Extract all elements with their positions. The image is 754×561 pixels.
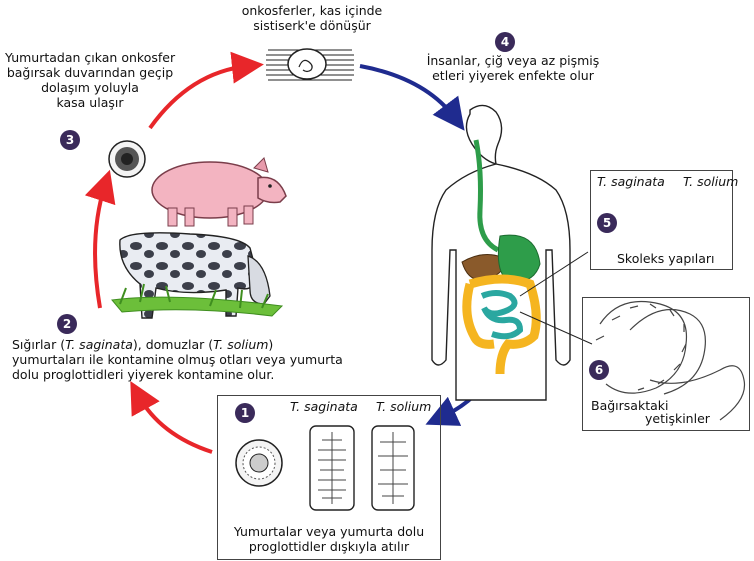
step-1-line-2: proglottidler dışkıyla atılır	[218, 539, 440, 554]
adult-worm-box: 6 Bağırsaktaki yetişkinler	[582, 297, 750, 431]
cysticercus-caption-line-1: onkosferler, kas içinde	[222, 3, 402, 18]
pig-illustration	[152, 158, 286, 226]
cow-illustration	[112, 233, 282, 318]
step-2-line-1-post: )	[268, 337, 273, 352]
step-6-line-2: yetişkinler	[645, 411, 710, 426]
scolex-species-solium: T. solium	[683, 174, 738, 189]
step-3-badge: 3	[60, 130, 80, 150]
step-3-line-2: bağırsak duvarından geçip	[5, 65, 175, 80]
step-4-line-2: etleri yiyerek enfekte olur	[418, 68, 608, 83]
step-2-species-saginata: T. saginata	[65, 337, 133, 352]
step-3-line-4: kasa ulaşır	[5, 95, 175, 110]
step-4-badge: 4	[495, 32, 515, 52]
cysticercus-caption: onkosferler, kas içinde sistiserk'e dönü…	[222, 3, 402, 33]
arrow-to-oncosphere	[95, 185, 105, 308]
step-2-line-1: Sığırlar (T. saginata), domuzlar (T. sol…	[12, 337, 343, 352]
muscle-cysticercus-illustration	[266, 49, 354, 80]
step-1-line-1: Yumurtalar veya yumurta dolu	[218, 524, 440, 539]
step-2-badge: 2	[57, 314, 77, 334]
scolex-species-saginata: T. saginata	[597, 174, 665, 189]
step-2-line-1-mid: ), domuzlar (	[133, 337, 213, 352]
step-2-line-3: dolu proglottidleri yiyerek kontamine ol…	[12, 367, 343, 382]
oncosphere-illustration	[109, 141, 145, 177]
step-2-line-1-pre: Sığırlar (	[12, 337, 65, 352]
step-3-line-3: dolaşım yoluyla	[5, 80, 175, 95]
scolex-caption: Skoleks yapıları	[617, 251, 714, 266]
step-4-line-1: İnsanlar, çiğ veya az pişmiş	[418, 53, 608, 68]
scolex-box: T. saginata T. solium 5 Skoleks yapıları	[590, 170, 733, 270]
step-5-badge: 5	[597, 213, 617, 233]
step-3-text: Yumurtadan çıkan onkosfer bağırsak duvar…	[5, 50, 175, 110]
step-6-badge: 6	[589, 360, 609, 380]
feces-species-solium: T. solium	[376, 399, 431, 414]
feces-box: 1 T. saginata T. solium Yumurtalar veya …	[217, 395, 441, 560]
step-1-text: Yumurtalar veya yumurta dolu proglottidl…	[218, 524, 440, 554]
human-illustration	[432, 105, 570, 400]
step-2-text: Sığırlar (T. saginata), domuzlar (T. sol…	[12, 337, 343, 382]
step-3-line-1: Yumurtadan çıkan onkosfer	[5, 50, 175, 65]
step-2-species-solium: T. solium	[213, 337, 268, 352]
cysticercus-caption-line-2: sistiserk'e dönüşür	[222, 18, 402, 33]
arrow-to-animals	[138, 395, 212, 452]
step-1-badge: 1	[235, 403, 255, 423]
step-4-text: İnsanlar, çiğ veya az pişmiş etleri yiye…	[418, 53, 608, 83]
feces-species-saginata: T. saginata	[290, 399, 358, 414]
step-2-line-2: yumurtaları ile kontamine olmuş otları v…	[12, 352, 343, 367]
